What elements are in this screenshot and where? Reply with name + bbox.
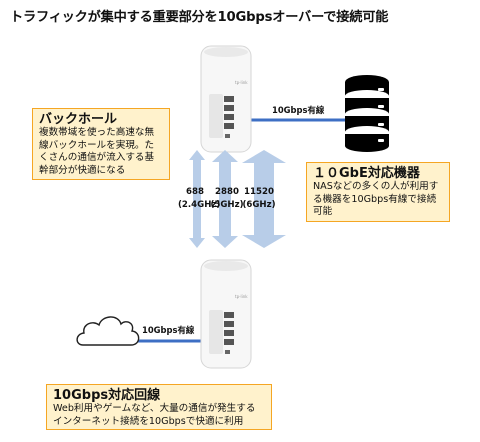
storage-server-icon [345,75,389,152]
svg-text:tp-link: tp-link [235,80,248,85]
device-10g-body: NASなどの多くの人が利用する機器を10Gbps有線で接続可能 [313,181,439,217]
svg-text:tp-link: tp-link [235,294,248,299]
top-link-label: 10Gbps有線 [272,105,325,115]
device-10g-note: １０GbE対応機器 NASなどの多くの人が利用する機器を10Gbps有線で接続可… [306,162,450,222]
page-title: トラフィックが集中する重要部分を10Gbpsオーバーで接続可能 [10,10,389,25]
speed-6ghz: 11520 (6GHz) [242,186,276,212]
line-10g-note: 10Gbps対応回線 Web利用やゲームなど、大量の通信が発生するインターネット… [46,384,272,430]
speed-band: (5GHz) [210,200,244,210]
line-10g-heading: 10Gbps対応回線 [53,388,161,403]
line-10g-body: Web利用やゲームなど、大量の通信が発生するインターネット接続を10Gbpsで快… [53,403,256,427]
speed-5ghz: 2880 (5GHz) [210,186,244,212]
bottom-router-icon: tp-link [200,259,252,369]
speed-value: 11520 [244,187,274,197]
speed-value: 2880 [215,187,239,197]
arrow-2-4ghz [189,150,205,248]
backhaul-body: 複数帯域を使った高速な無線バックホールを実現。たくさんの通信が流入する基幹部分が… [39,127,155,176]
backhaul-note: バックホール 複数帯域を使った高速な無線バックホールを実現。たくさんの通信が流入… [32,108,170,180]
speed-band: (6GHz) [242,200,276,210]
top-router-icon: tp-link [200,45,252,153]
arrow-5ghz [212,150,238,248]
wireless-backhaul-arrows [189,150,286,248]
speed-band: (2.4GHz) [178,200,221,210]
arrow-6ghz [242,150,286,248]
backhaul-heading: バックホール [39,112,118,127]
speed-2-4ghz: 688 (2.4GHz) [178,186,221,212]
bottom-link-label: 10Gbps有線 [142,325,195,335]
device-10g-heading: １０GbE対応機器 [313,166,420,181]
cloud-icon [76,316,140,346]
speed-value: 688 [186,187,204,197]
